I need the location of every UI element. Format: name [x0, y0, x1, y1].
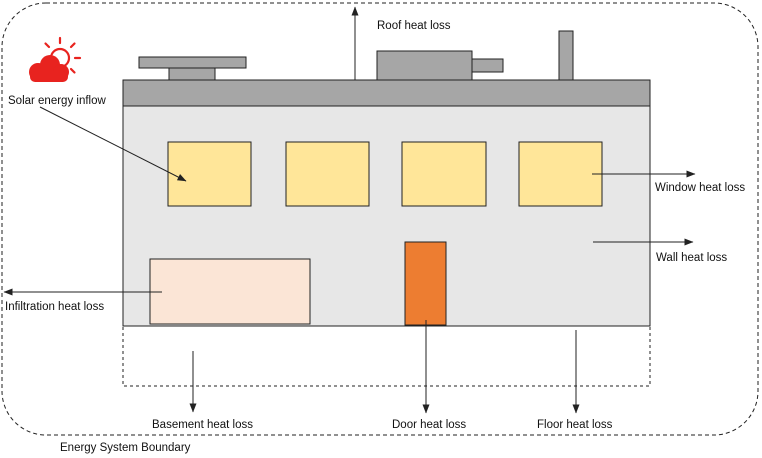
roof-heat-loss-label: Roof heat loss: [377, 20, 451, 32]
basement: [122, 325, 651, 387]
energy-system-boundary: [1, 2, 759, 436]
roof-hvac-duct: [471, 58, 504, 73]
roof-vent-cap: [138, 56, 247, 69]
window-1: [167, 141, 252, 207]
window-2: [285, 141, 370, 207]
sun-cloud-icon: [29, 36, 82, 82]
door-heat-loss-label: Door heat loss: [392, 419, 466, 431]
roof-hvac-unit: [376, 50, 473, 81]
solar-energy-inflow-label: Solar energy inflow: [8, 95, 106, 107]
roof-vent-base: [168, 67, 216, 81]
solar-energy-inflow-arrow: [39, 106, 187, 182]
window-4: [518, 141, 603, 207]
roof: [122, 79, 651, 107]
wall-heat-loss-label: Wall heat loss: [656, 252, 727, 264]
window-heat-loss-label: Window heat loss: [655, 182, 745, 194]
door: [404, 241, 447, 326]
floor-heat-loss-label: Floor heat loss: [537, 419, 613, 431]
energy-system-boundary-label: Energy System Boundary: [60, 442, 191, 454]
infiltration-heat-loss-label: Infiltration heat loss: [5, 301, 104, 313]
roof-chimney: [558, 30, 574, 81]
infiltration-panel: [149, 258, 311, 325]
window-3: [401, 141, 487, 207]
basement-heat-loss-label: Basement heat loss: [152, 419, 253, 431]
